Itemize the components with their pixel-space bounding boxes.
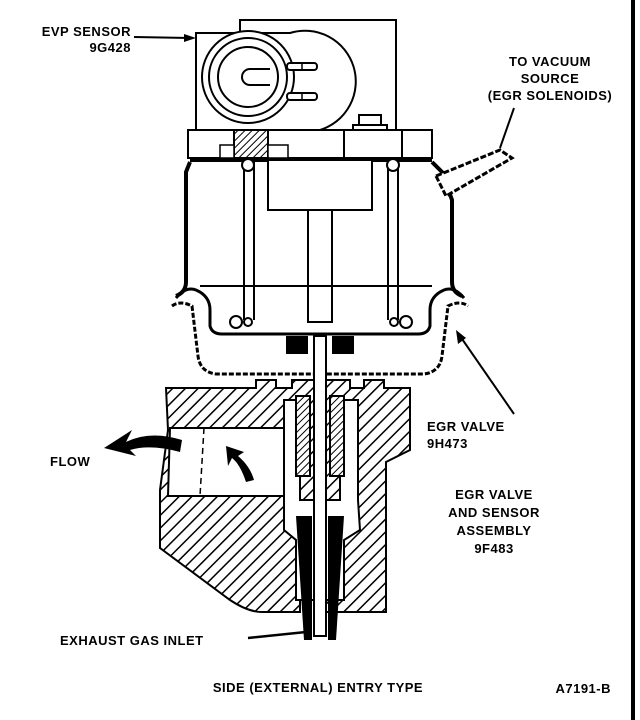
egr-valve-part-number: 9H473: [427, 436, 468, 451]
leader-lines: [133, 34, 515, 640]
assembly-part-number: 9F483: [474, 541, 513, 556]
vacuum-source-label-3: (EGR SOLENOIDS): [488, 88, 613, 103]
flow-arrows: [104, 430, 254, 482]
assembly-label-3: ASSEMBLY: [456, 523, 531, 538]
vacuum-source-label-2: SOURCE: [521, 71, 580, 86]
flow-label: FLOW: [50, 454, 90, 469]
assembly-label-2: AND SENSOR: [448, 505, 540, 520]
evp-sensor-part-number: 9G428: [89, 40, 131, 55]
assembly-label-1: EGR VALVE: [455, 487, 533, 502]
evp-sensor: [195, 19, 397, 131]
flow-arrow-icon: [104, 430, 182, 456]
diagram-title: SIDE (EXTERNAL) ENTRY TYPE: [213, 680, 423, 695]
valve-body: [159, 335, 411, 640]
vacuum-source-label-1: TO VACUUM: [509, 54, 591, 69]
exhaust-gas-inlet-label: EXHAUST GAS INLET: [60, 633, 204, 648]
vacuum-port: [433, 148, 515, 199]
evp-sensor-label: EVP SENSOR: [42, 24, 131, 39]
figure-id: A7191-B: [555, 681, 611, 696]
diaphragm-housing: [175, 158, 463, 329]
egr-valve-label: EGR VALVE: [427, 419, 505, 434]
flow-arrow-inner-icon: [226, 446, 254, 482]
